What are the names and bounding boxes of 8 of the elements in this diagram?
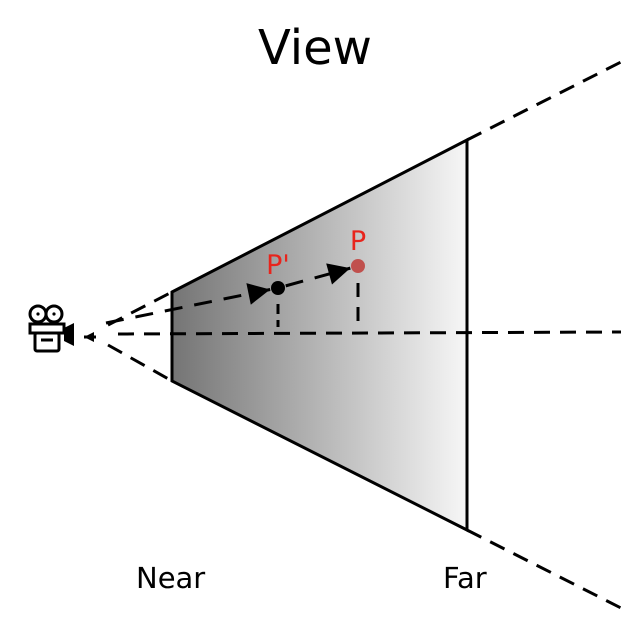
arrow: [106, 283, 270, 324]
arrow: [285, 263, 351, 288]
axis-label: Far: [443, 564, 487, 593]
title: View: [258, 24, 372, 72]
point-label: P: [348, 228, 368, 256]
point-label: P': [265, 252, 291, 280]
arrow: [84, 332, 96, 342]
axis-label: Near: [136, 564, 206, 593]
